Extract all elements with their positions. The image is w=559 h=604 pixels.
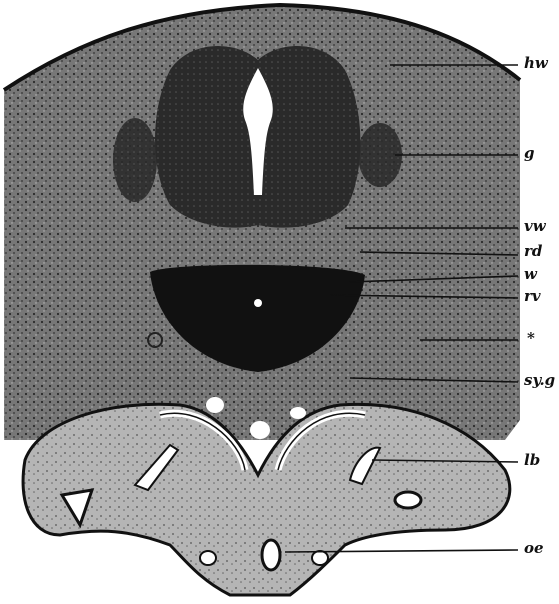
label-vw: vw [524,219,546,234]
label-oe: oe [524,541,544,556]
label-w: w [524,267,537,282]
label-rv: rv [524,289,541,304]
label-lb: lb [524,453,540,468]
label-rd: rd [524,244,542,259]
label-syg: sy.g [524,373,555,388]
ganglion-left [113,118,157,202]
oesophagus [262,540,280,570]
label-hw: hw [524,56,548,71]
brain-vesicles [155,46,360,228]
label-g: g [524,146,535,161]
label-star: * [527,331,535,346]
